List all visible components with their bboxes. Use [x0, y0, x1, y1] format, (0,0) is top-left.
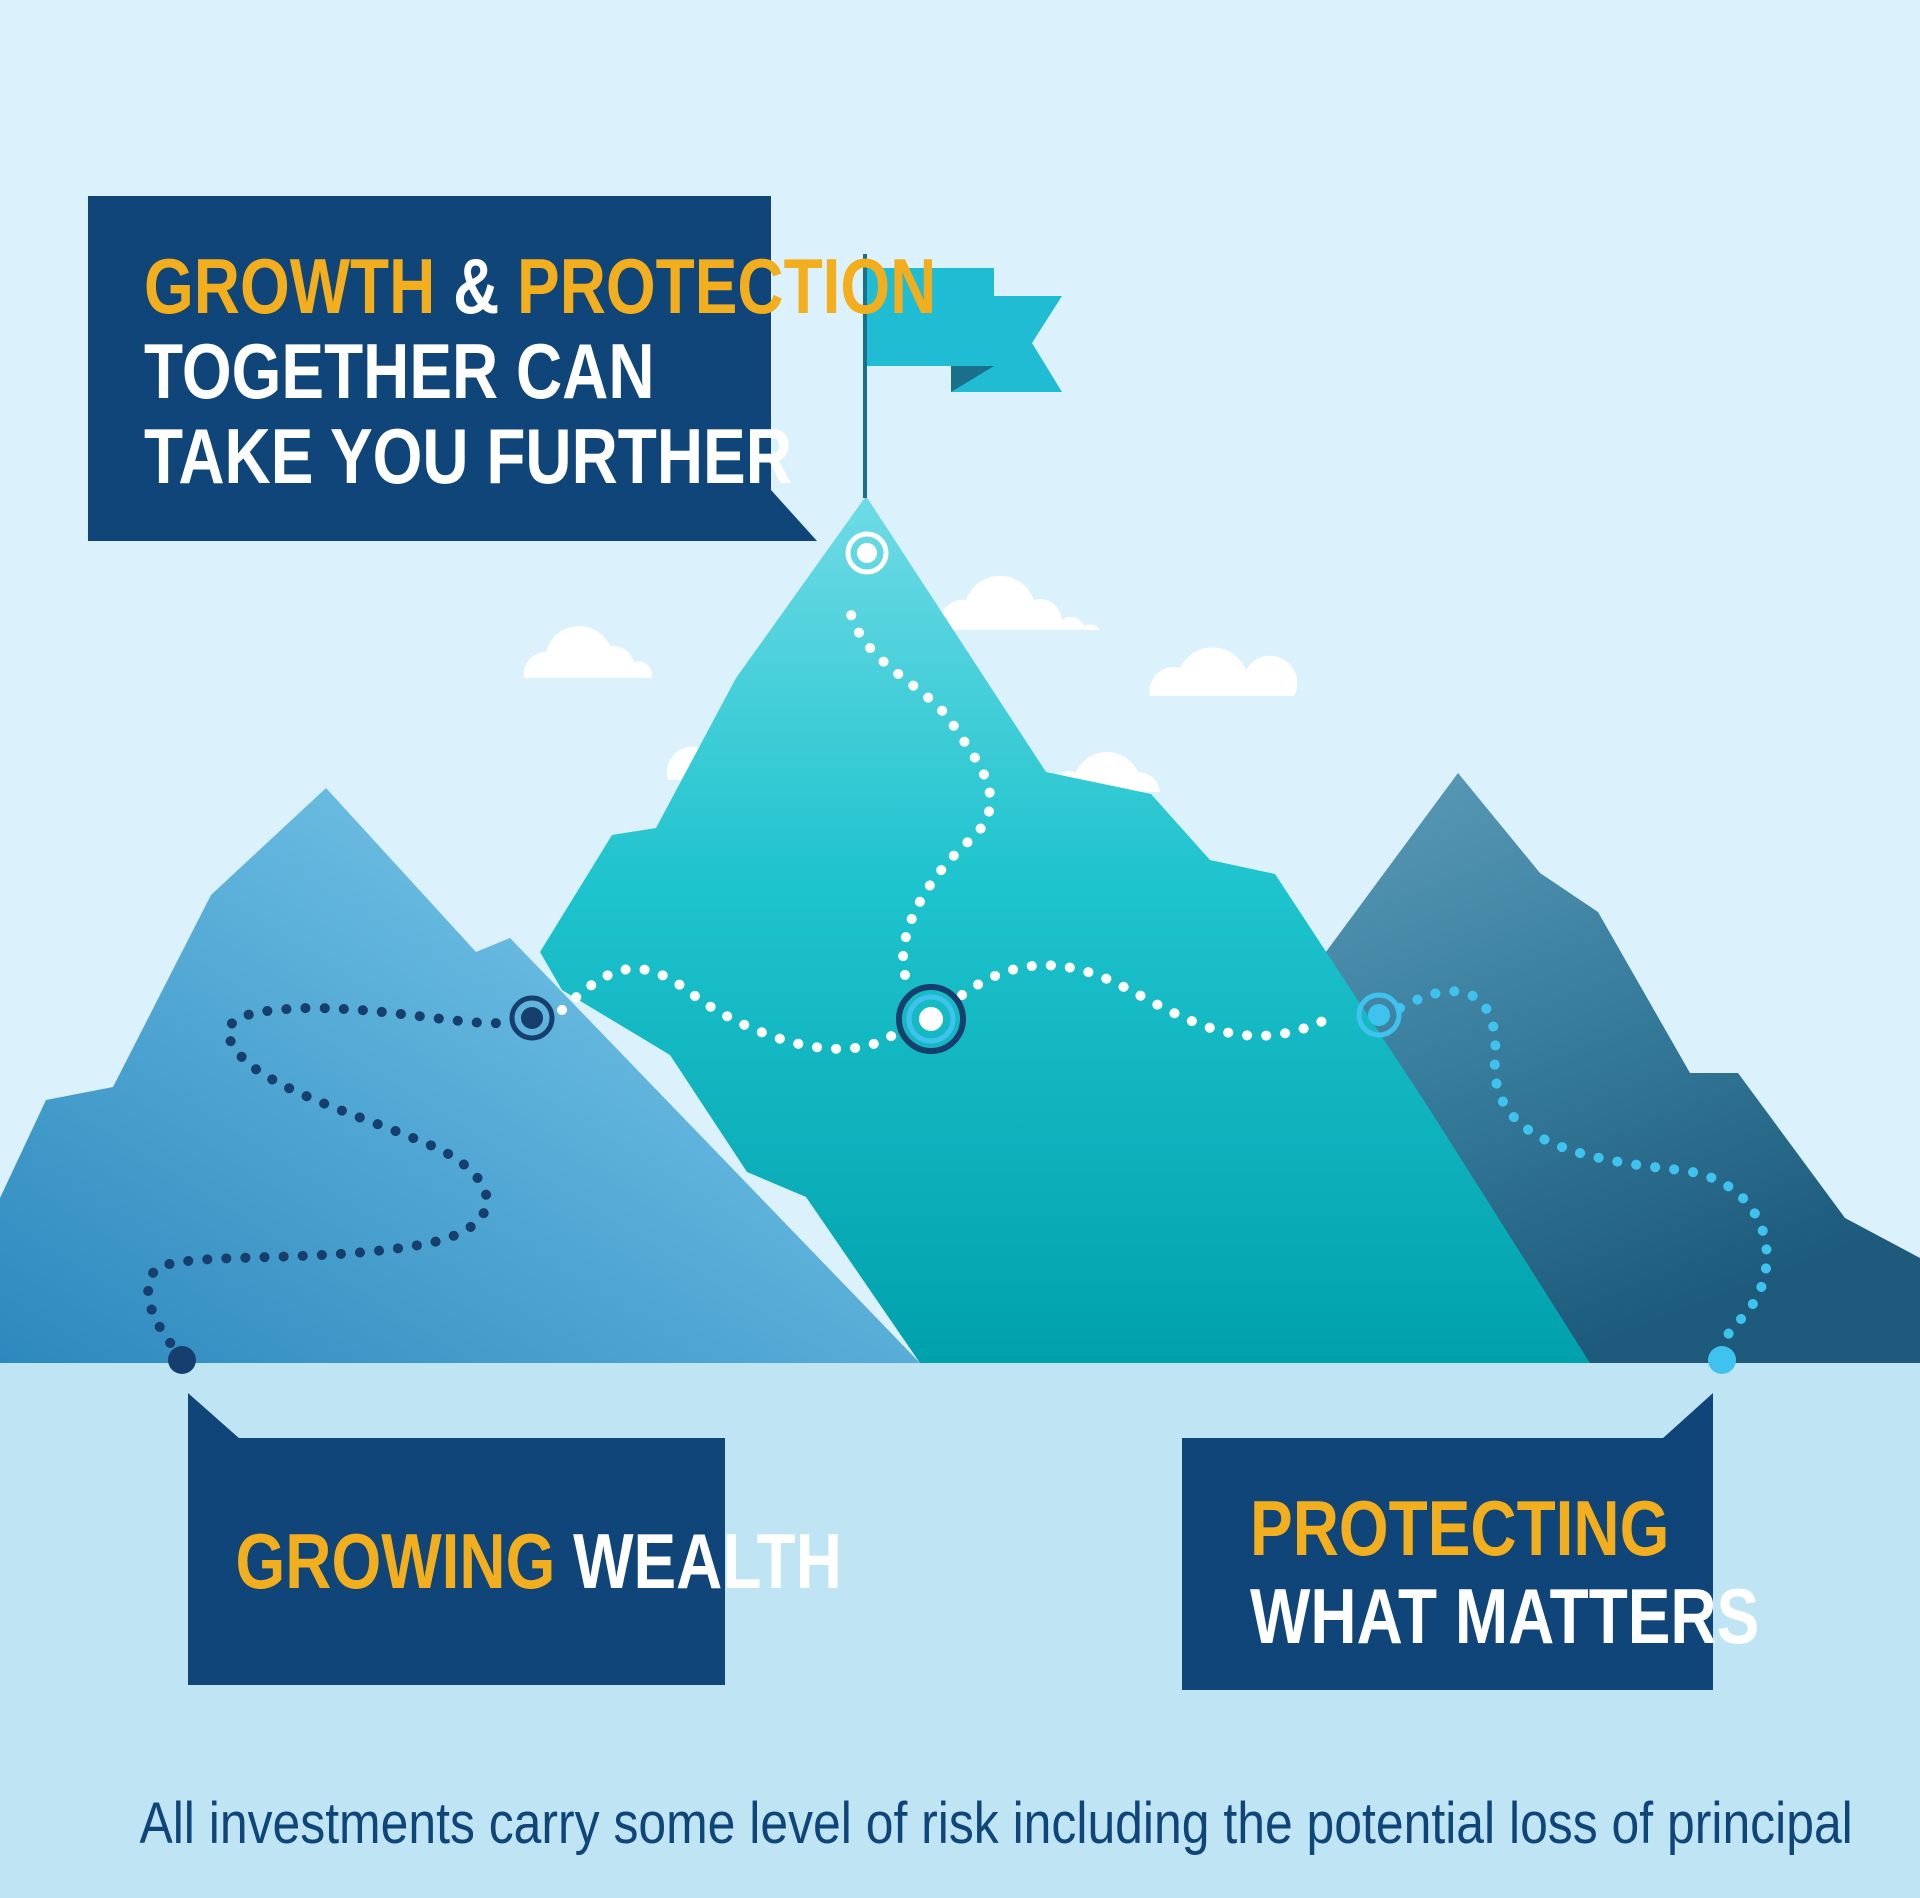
center-trail-summit [843, 595, 996, 980]
trail-start-left [168, 1346, 196, 1374]
right-trail [1395, 986, 1772, 1360]
headline-line-2: TOGETHER CAN [144, 327, 655, 415]
center-trail-right [957, 960, 1330, 1041]
growing-wealth-callout: GROWING WEALTH [188, 1438, 842, 1685]
protecting-highlight: PROTECTING [1250, 1484, 1670, 1572]
target-icon-left [509, 995, 555, 1041]
headline-callout: GROWTH & PROTECTION TOGETHER CAN TAKE YO… [88, 196, 936, 541]
headline-ampersand: & [453, 242, 500, 330]
left-trail [143, 1002, 505, 1363]
headline-line-1: GROWTH & PROTECTION [144, 242, 936, 330]
protecting-rest: WHAT MATTERS [1250, 1572, 1760, 1660]
protecting-callout: PROTECTING WHAT MATTERS [1182, 1438, 1760, 1690]
growing-rest: WEALTH [573, 1517, 842, 1605]
headline-protection: PROTECTION [517, 242, 937, 330]
center-mountain [540, 496, 1590, 1363]
trail-end-right [1708, 1346, 1736, 1374]
growing-highlight: GROWING [235, 1517, 556, 1605]
headline-tail [771, 490, 817, 541]
left-mountain [0, 788, 920, 1363]
risk-disclaimer-text: All investments carry some level of risk… [139, 1791, 1853, 1856]
left-callout-tail [188, 1393, 240, 1439]
headline-growth: GROWTH [144, 242, 436, 330]
target-icon-right [1356, 992, 1402, 1038]
target-icon-center [896, 984, 966, 1054]
flag-icon [863, 254, 1062, 498]
target-icon-summit [845, 531, 889, 575]
center-trail-left [557, 963, 905, 1054]
right-callout-tail [1662, 1393, 1713, 1439]
headline-line-3: TAKE YOU FURTHER [144, 412, 792, 500]
risk-disclaimer: All investments carry some level of risk… [0, 1790, 1920, 1857]
